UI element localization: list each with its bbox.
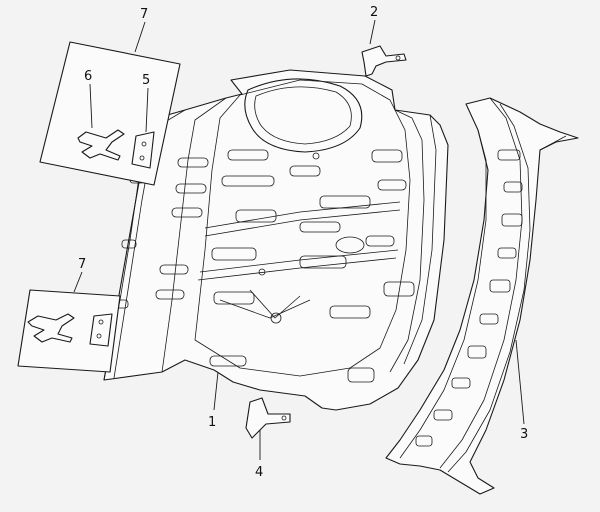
callout-6: 6 (84, 69, 92, 84)
callout-4: 4 (255, 465, 263, 480)
group-7-top-box (39, 41, 181, 186)
group-7-bottom-box (17, 289, 121, 373)
part-3-curved-crossmember (385, 97, 579, 495)
part-4-bracket (245, 397, 291, 439)
callout-3: 3 (520, 427, 528, 442)
part-5-plate (131, 131, 155, 169)
callout-2: 2 (370, 5, 378, 20)
group-7-plate (89, 313, 113, 347)
group-7-clip (27, 313, 75, 343)
callout-1: 1 (208, 415, 216, 430)
callout-7-bottom: 7 (78, 257, 86, 272)
part-2-bracket (361, 45, 407, 77)
leader-lines (73, 19, 525, 460)
callout-7-top: 7 (140, 7, 148, 22)
callout-labels: 7 2 6 5 7 1 4 3 (78, 5, 528, 480)
callout-5: 5 (142, 73, 150, 88)
part-1-floor-panel (103, 69, 449, 411)
part-6-clip (77, 129, 125, 161)
